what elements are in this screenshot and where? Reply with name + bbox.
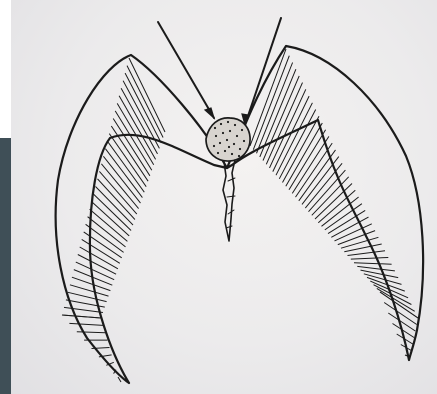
stipple-dot: [214, 127, 216, 129]
hatch-line: [62, 315, 101, 318]
stipple-dot: [239, 148, 241, 150]
stipple-dot: [234, 124, 236, 126]
hatch-line: [88, 217, 126, 247]
stipple-dot: [243, 140, 245, 142]
hatch-line: [77, 332, 106, 333]
fibrous-stem: [223, 160, 235, 241]
hatch-line: [69, 323, 103, 325]
hatch-line: [370, 281, 408, 298]
stipple-dot: [226, 139, 228, 141]
stipple-dot: [229, 130, 231, 132]
hatch-line: [263, 76, 299, 161]
stipple-dot: [233, 143, 235, 145]
hatch-line: [121, 88, 157, 154]
hatch-line: [123, 81, 159, 149]
stipple-dot: [231, 153, 233, 155]
hatch-line: [64, 307, 103, 312]
hatch-line: [125, 73, 161, 143]
stipple-dot: [227, 121, 229, 123]
hatch-line: [99, 171, 136, 214]
stipple-dot: [228, 146, 230, 148]
hatch-line: [72, 277, 111, 290]
hatch-line: [76, 262, 114, 280]
hatch-line: [119, 96, 156, 160]
hatch-line: [309, 170, 346, 212]
hatch-line: [354, 263, 392, 264]
right-wing-hatching: [250, 49, 418, 357]
left-wing-hatching: [62, 58, 165, 382]
hatch-line: [351, 258, 389, 260]
stipple-dot: [215, 135, 217, 137]
hatch-line: [348, 251, 386, 256]
stipple-dot: [213, 145, 215, 147]
hatch-line: [361, 270, 399, 278]
hatch-line: [94, 194, 132, 230]
hatch-line: [266, 83, 302, 165]
right-arrow: [242, 18, 281, 125]
stipple-dot: [241, 129, 243, 131]
hatch-line: [341, 237, 378, 248]
stipple-dot: [238, 155, 240, 157]
stipple-dot: [217, 152, 219, 154]
central-stippled-mass: [206, 118, 250, 161]
stipple-dot: [236, 135, 238, 137]
hatch-line: [273, 96, 309, 172]
hatch-line: [86, 224, 124, 252]
hatch-line: [101, 164, 138, 209]
stipple-dot: [224, 150, 226, 152]
stipple-dot: [219, 142, 221, 144]
hatch-line: [380, 292, 418, 318]
left-arrow: [158, 22, 214, 118]
stipple-dot: [220, 123, 222, 125]
stipple-dot: [222, 132, 224, 134]
hatch-line: [98, 179, 135, 220]
hatch-line: [118, 377, 121, 382]
hatch-line: [302, 157, 339, 205]
hatch-line: [305, 163, 342, 208]
